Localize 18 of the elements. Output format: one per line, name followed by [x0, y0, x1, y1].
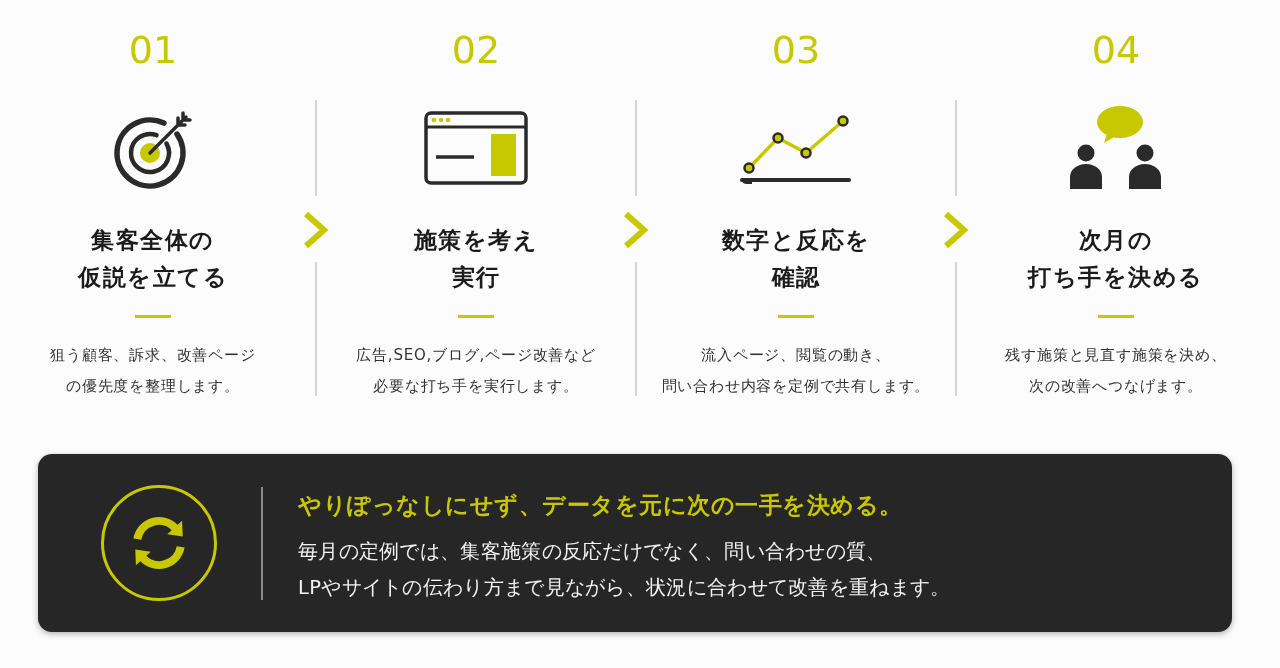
- step-title: 施策を考え実行: [413, 226, 539, 292]
- step-title: 数字と反応を確認: [721, 226, 871, 292]
- step-number: 04: [1091, 27, 1141, 74]
- step-number: 02: [451, 27, 501, 74]
- step-number: 03: [771, 27, 821, 74]
- panel-text: 毎月の定例では、集客施策の反応だけでなく、問い合わせの質、LPやサイトの伝わり方まで見ながら、状況に合わせて改善を重ねます。: [298, 539, 951, 601]
- step-description: 残す施策と見直す施策を決め、次の改善へつなげます。: [1005, 345, 1227, 397]
- chevron-arrow: [303, 211, 329, 249]
- step-number: 01: [128, 27, 178, 74]
- chevron-arrow: [943, 211, 969, 249]
- step-description: 広告,SEO,ブログ,ページ改善など必要な打ち手を実行します。: [356, 345, 596, 397]
- step-title: 集客全体の仮説を立てる: [78, 226, 228, 292]
- summary-panel: [38, 454, 1232, 632]
- step-title: 次月の打ち手を決める: [1028, 226, 1204, 292]
- chevron-arrow: [623, 211, 649, 249]
- step-description: 狙う顧客、訴求、改善ページの優先度を整理します。: [50, 345, 256, 397]
- step-description: 流入ページ、閲覧の動き、問い合わせ内容を定例で共有します。: [661, 345, 931, 397]
- panel-heading: やりぽっなしにせず、データを元に次の一手を決める。: [298, 491, 903, 520]
